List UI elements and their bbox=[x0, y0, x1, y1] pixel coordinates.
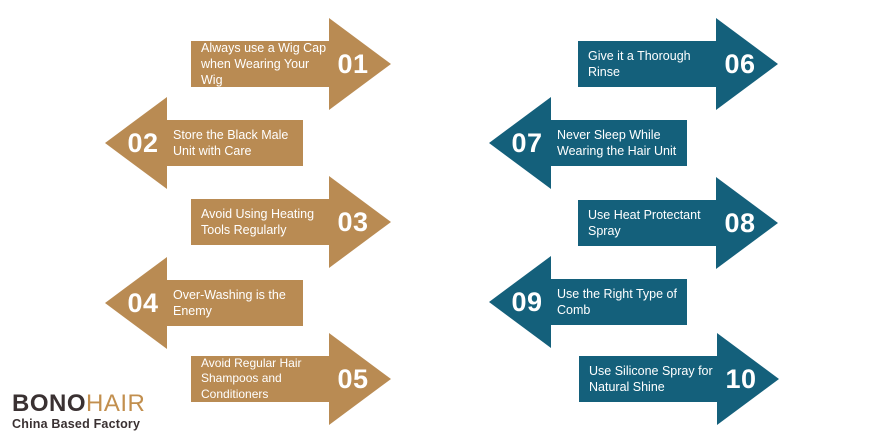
tip-arrow-06: Give it a Thorough Rinse 06 bbox=[578, 18, 778, 110]
tip-number: 05 bbox=[337, 363, 369, 394]
tip-number: 06 bbox=[724, 48, 756, 79]
arrow-right-icon bbox=[717, 333, 779, 425]
tip-arrow-09: Use the Right Type of Comb 09 bbox=[489, 256, 689, 348]
tip-number: 04 bbox=[127, 287, 159, 318]
logo-tagline: China Based Factory bbox=[12, 417, 141, 432]
bonohair-logo: BONOHAIR China Based Factory bbox=[12, 391, 145, 431]
tip-number: 02 bbox=[127, 127, 159, 158]
tip-arrow-10: Use Silicone Spray for Natural Shine 10 bbox=[579, 333, 779, 425]
tip-body: Avoid Regular Hair Shampoos and Conditio… bbox=[191, 356, 329, 402]
arrow-left-icon bbox=[105, 97, 167, 189]
tip-body: Use Heat Protectant Spray bbox=[578, 200, 716, 246]
tip-arrow-07: Never Sleep While Wearing the Hair Unit … bbox=[489, 97, 689, 189]
tip-label: Never Sleep While Wearing the Hair Unit bbox=[557, 127, 677, 158]
arrow-left-icon bbox=[489, 97, 551, 189]
tip-label: Use the Right Type of Comb bbox=[557, 286, 677, 317]
logo-brand-secondary: HAIR bbox=[86, 390, 146, 417]
tip-arrow-04: Over-Washing is the Enemy 04 bbox=[105, 257, 305, 349]
tip-label: Store the Black Male Unit with Care bbox=[173, 127, 289, 158]
logo-wordmark: BONOHAIR bbox=[12, 391, 145, 416]
tip-body: Give it a Thorough Rinse bbox=[578, 41, 716, 87]
tip-body: Always use a Wig Cap when Wearing Your W… bbox=[191, 41, 329, 87]
tip-body: Never Sleep While Wearing the Hair Unit bbox=[549, 120, 687, 166]
arrow-right-icon bbox=[716, 177, 778, 269]
tip-number: 03 bbox=[337, 206, 369, 237]
tip-number: 01 bbox=[337, 48, 369, 79]
tip-number: 09 bbox=[511, 286, 543, 317]
arrow-left-icon bbox=[105, 257, 167, 349]
tip-body: Use Silicone Spray for Natural Shine bbox=[579, 356, 717, 402]
logo-brand-primary: BONO bbox=[12, 390, 86, 417]
tip-arrow-05: Avoid Regular Hair Shampoos and Conditio… bbox=[191, 333, 391, 425]
arrow-right-icon bbox=[329, 176, 391, 268]
tip-body: Use the Right Type of Comb bbox=[549, 279, 687, 325]
tip-number: 07 bbox=[511, 127, 543, 158]
tip-label: Avoid Regular Hair Shampoos and Conditio… bbox=[201, 355, 302, 401]
tip-label: Give it a Thorough Rinse bbox=[588, 48, 691, 79]
tip-label: Avoid Using Heating Tools Regularly bbox=[201, 206, 315, 237]
tip-body: Avoid Using Heating Tools Regularly bbox=[191, 199, 329, 245]
tip-arrow-08: Use Heat Protectant Spray 08 bbox=[578, 177, 778, 269]
arrow-right-icon bbox=[716, 18, 778, 110]
arrow-left-icon bbox=[489, 256, 551, 348]
tip-label: Over-Washing is the Enemy bbox=[173, 287, 286, 318]
arrow-right-icon bbox=[329, 333, 391, 425]
tip-body: Over-Washing is the Enemy bbox=[165, 280, 303, 326]
tip-label: Use Heat Protectant Spray bbox=[588, 207, 701, 238]
tip-number: 10 bbox=[725, 363, 757, 394]
tip-number: 08 bbox=[724, 207, 756, 238]
arrow-right-icon bbox=[329, 18, 391, 110]
tip-arrow-02: Store the Black Male Unit with Care 02 bbox=[105, 97, 305, 189]
tip-arrow-01: Always use a Wig Cap when Wearing Your W… bbox=[191, 18, 391, 110]
tip-arrow-03: Avoid Using Heating Tools Regularly 03 bbox=[191, 176, 391, 268]
tip-label: Always use a Wig Cap when Wearing Your W… bbox=[201, 40, 327, 88]
tip-label: Use Silicone Spray for Natural Shine bbox=[589, 363, 713, 394]
tip-body: Store the Black Male Unit with Care bbox=[165, 120, 303, 166]
